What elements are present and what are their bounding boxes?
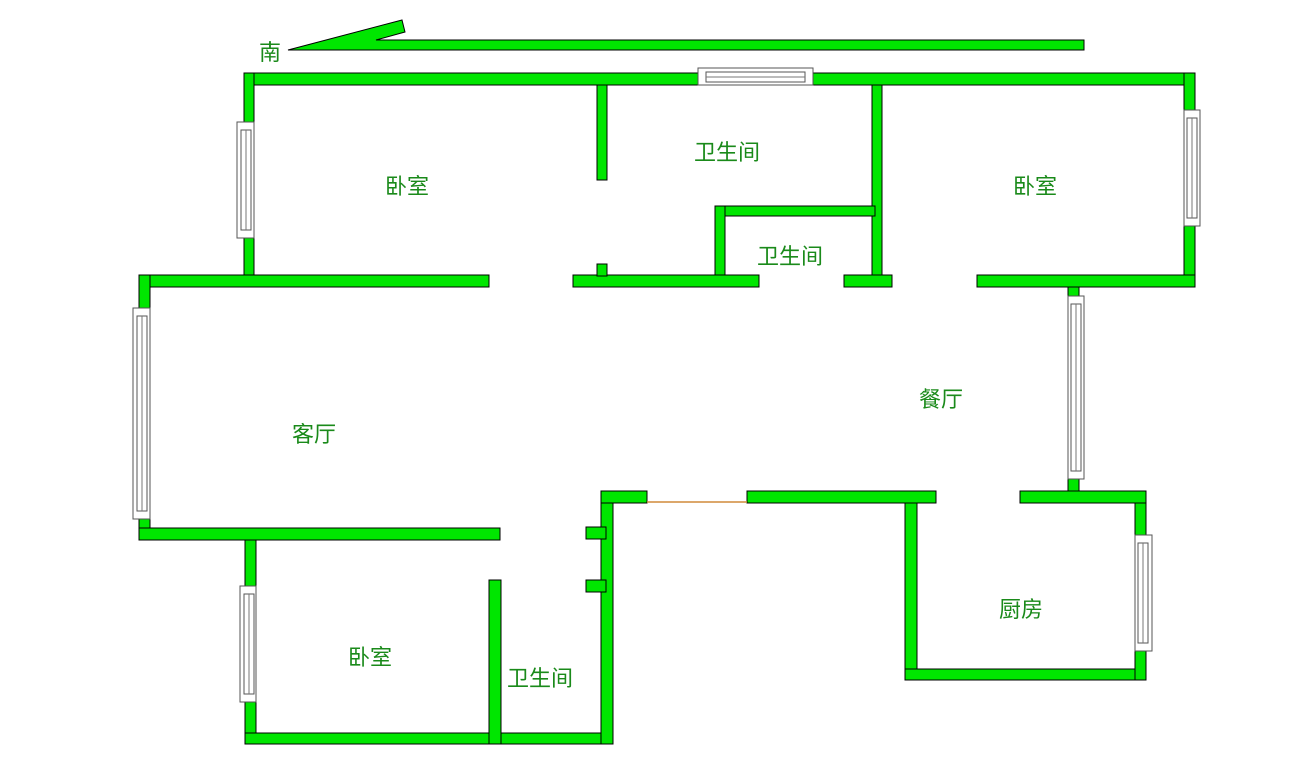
room-label-dining-room: 餐厅 xyxy=(919,388,963,413)
window-living-room xyxy=(132,307,151,520)
room-label-living-room: 客厅 xyxy=(292,423,336,448)
compass-arrow xyxy=(287,19,1085,51)
walls xyxy=(138,72,1196,745)
window-kitchen xyxy=(1134,534,1153,652)
compass-label: 南 xyxy=(259,41,281,66)
window-dining xyxy=(1067,295,1085,480)
window-bedroom-top-right xyxy=(1183,109,1201,227)
window-bedroom-bottom xyxy=(239,585,257,703)
window-bedroom-top-left xyxy=(236,121,255,239)
windows xyxy=(132,67,1201,703)
room-label-bedroom-top-right: 卧室 xyxy=(1013,175,1057,200)
room-label-bedroom-top-left: 卧室 xyxy=(385,175,429,200)
room-label-bathroom-small: 卫生间 xyxy=(757,245,823,270)
room-label-bathroom-top: 卫生间 xyxy=(694,141,760,166)
window-top xyxy=(697,67,814,86)
room-label-bathroom-bottom: 卫生间 xyxy=(507,667,573,692)
room-label-kitchen: 厨房 xyxy=(999,598,1043,623)
room-label-bedroom-bottom: 卧室 xyxy=(348,646,392,671)
